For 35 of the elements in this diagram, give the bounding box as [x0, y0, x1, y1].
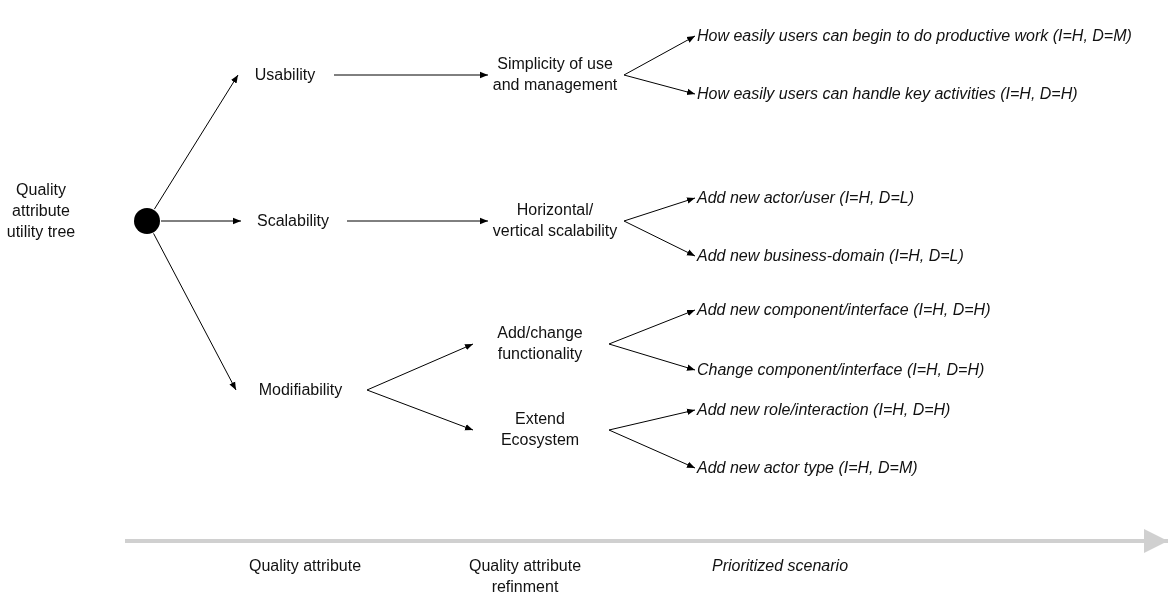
column-label: Quality attribute — [247, 556, 363, 576]
scenario-text: Add new role/interaction (I=H, D=H) — [697, 395, 1117, 425]
arrow — [623, 74, 696, 95]
scenario-text: Add new component/interface (I=H, D=H) — [697, 295, 1117, 325]
attribute-label: Extend Ecosystem — [475, 403, 605, 457]
arrow — [623, 220, 696, 257]
scenario-text: Add new business-domain (I=H, D=L) — [697, 241, 1097, 271]
arrow — [623, 35, 696, 76]
arrow — [346, 217, 489, 225]
arrow — [333, 71, 489, 79]
arrow — [608, 309, 696, 345]
arrow — [608, 343, 696, 371]
arrow — [623, 197, 696, 222]
column-label: Prioritized scenario — [710, 556, 850, 576]
root-dot — [134, 208, 160, 234]
scenario-text: Add new actor/user (I=H, D=L) — [697, 183, 1097, 213]
attribute-label: Add/change functionality — [475, 317, 605, 371]
scenario-text: How easily users can handle key activities (I=H, D=H) — [697, 68, 1157, 120]
arrow — [153, 74, 239, 210]
arrow — [366, 343, 474, 391]
arrow — [608, 408, 696, 431]
scenario-text: How easily users can begin to do productive work (I=H, D=M) — [697, 10, 1157, 62]
attribute-label: Horizontal/ vertical scalability — [490, 188, 620, 254]
root-label: Quality attribute utility tree — [5, 180, 77, 242]
arrow — [153, 232, 237, 391]
scenario-text: Change component/interface (I=H, D=H) — [697, 355, 1117, 385]
attribute-label: Usability — [240, 60, 330, 90]
attribute-label: Simplicity of use and management — [490, 44, 620, 106]
arrow — [366, 389, 474, 431]
attribute-label: Scalability — [243, 206, 343, 236]
attribute-label: Modifiability — [238, 375, 363, 405]
column-label: Quality attribute refinment — [467, 556, 583, 597]
arrow — [160, 217, 242, 225]
scenario-text: Add new actor type (I=H, D=M) — [697, 453, 1117, 483]
arrow — [608, 429, 696, 469]
